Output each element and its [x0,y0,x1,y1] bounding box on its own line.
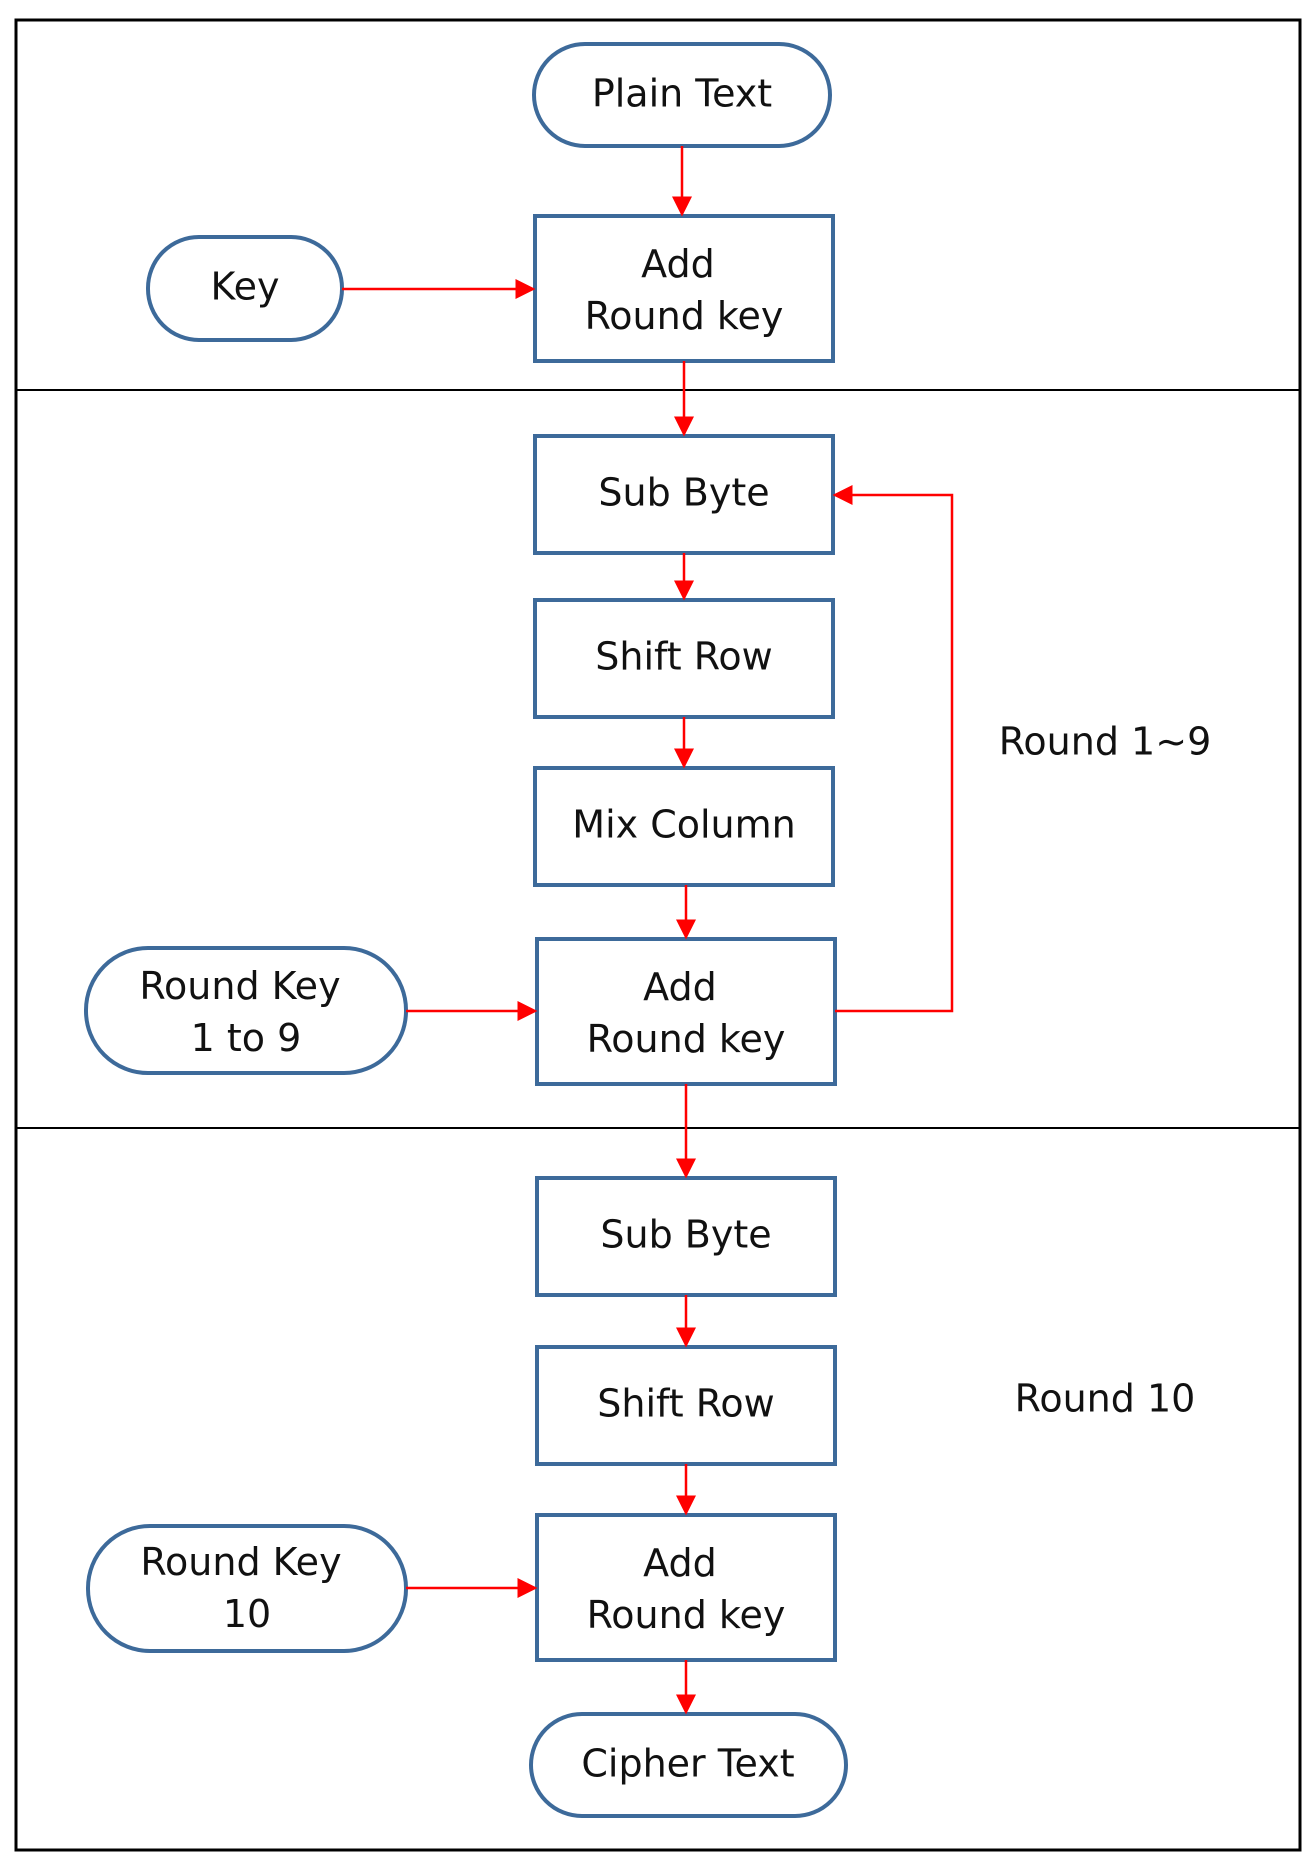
shift-row-box-1 [533,598,835,719]
shift-row-label-2: Shift Row [597,1382,774,1426]
shift-row-label-1: Shift Row [595,635,772,679]
round-10-label: Round 10 [1015,1377,1196,1421]
add-round-key-line2: Round key [585,294,784,338]
round-key-10-line1: Round Key [140,1540,341,1584]
add-round-key-box-3 [535,1513,837,1662]
round-key-1to9-label: Round Key 1 to 9 [139,964,352,1060]
add-round-key-label-3: Add Round key [587,1541,786,1637]
add-round-key-box-2 [535,937,837,1086]
round-key-10-label: Round Key 10 [140,1540,353,1636]
add-round-key-3-line2: Round key [587,1593,786,1637]
round-key-1to9-line2: 1 to 9 [191,1016,302,1060]
add-round-key-line1: Add [641,242,715,286]
add-round-key-box-1 [533,214,835,363]
round-1-9-label: Round 1~9 [999,720,1212,764]
add-round-key-2-line2: Round key [587,1017,786,1061]
sub-byte-box-2 [535,1176,837,1297]
sub-byte-label-2: Sub Byte [600,1213,771,1257]
plain-text-label: Plain Text [592,72,772,116]
outer-frame [14,18,1302,1852]
sub-byte-box-1 [533,434,835,555]
add-round-key-2-line1: Add [643,965,717,1009]
round-key-10-line2: 10 [223,1592,271,1636]
arrow-loop-back [832,485,954,1013]
add-round-key-label-2: Add Round key [587,965,786,1061]
add-round-key-3-line1: Add [643,1541,717,1585]
shift-row-box-2 [535,1345,837,1466]
round-key-1to9-line1: Round Key [139,964,340,1008]
key-label: Key [211,265,280,309]
cipher-text-label: Cipher Text [581,1742,794,1786]
add-round-key-label-1: Add Round key [585,242,784,338]
sub-byte-label-1: Sub Byte [598,471,769,515]
mix-column-label: Mix Column [572,803,795,847]
mix-column-box [533,766,835,887]
